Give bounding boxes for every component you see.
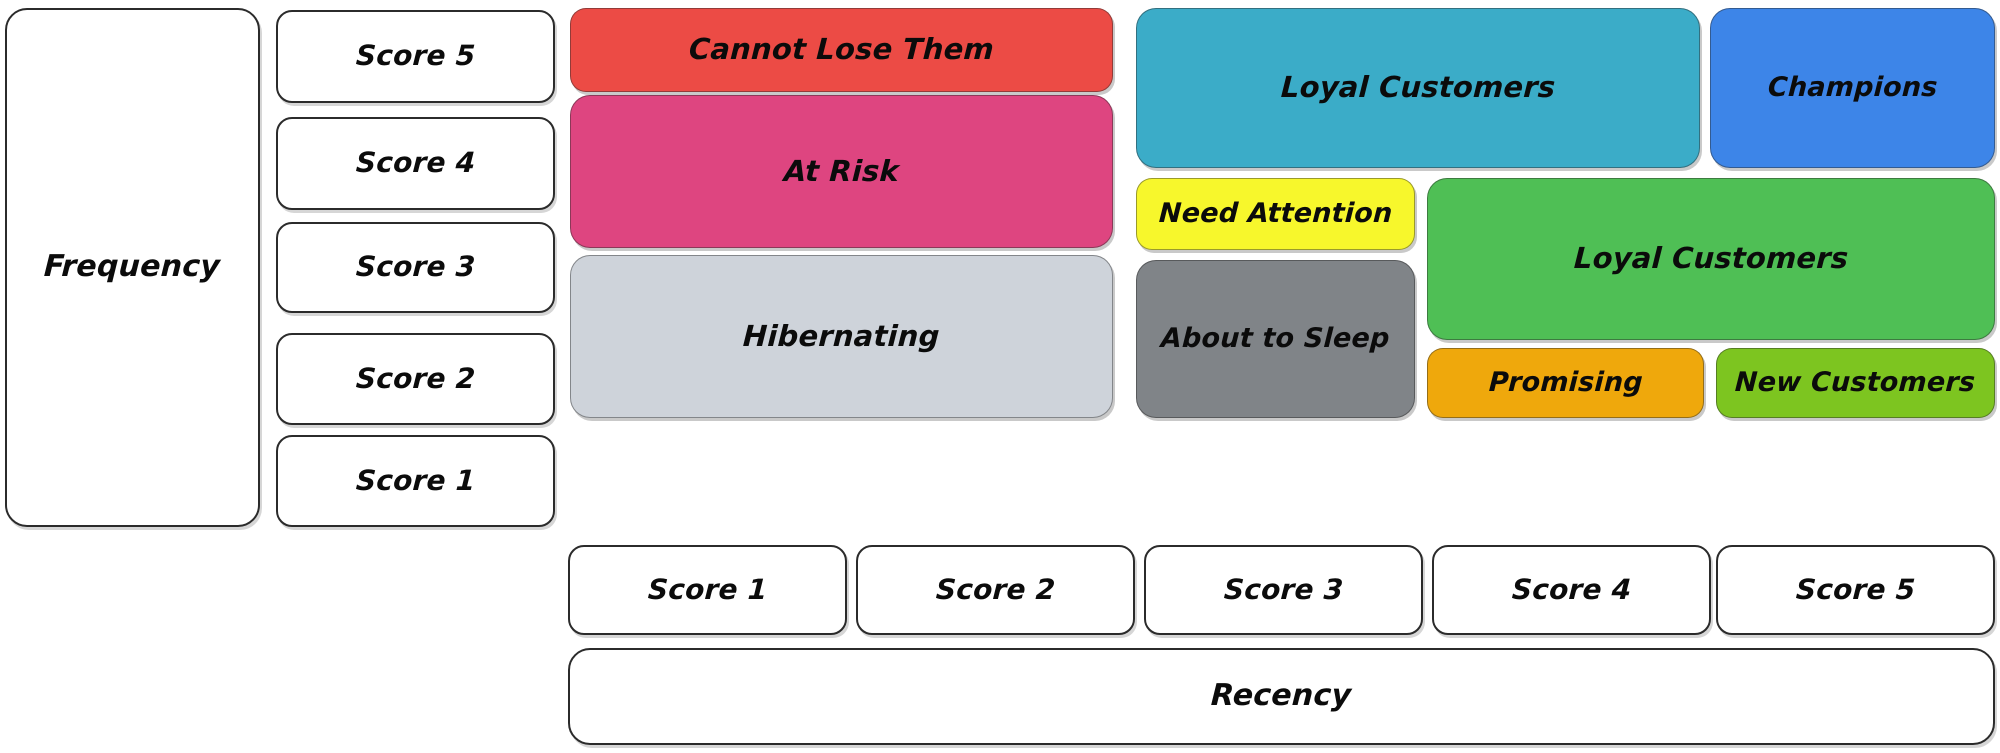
segment-hibernating-label: Hibernating xyxy=(742,318,941,353)
recency-score-2-label: Score 2 xyxy=(934,572,1057,606)
segment-loyal-customers-teal-label: Loyal Customers xyxy=(1279,70,1557,105)
frequency-score-1[interactable]: Score 1 xyxy=(276,435,555,527)
frequency-score-5-label: Score 5 xyxy=(354,39,477,73)
frequency-score-1-label: Score 1 xyxy=(354,463,477,497)
frequency-score-2-label: Score 2 xyxy=(354,361,477,395)
segment-loyal-customers-green-label: Loyal Customers xyxy=(1572,241,1850,276)
segment-at-risk-label: At Risk xyxy=(783,153,900,188)
segment-need-attention[interactable]: Need Attention xyxy=(1136,178,1415,250)
frequency-score-3-label: Score 3 xyxy=(354,250,477,284)
segment-cannot-lose-them-label: Cannot Lose Them xyxy=(688,32,995,67)
segment-promising[interactable]: Promising xyxy=(1427,348,1704,418)
recency-score-3[interactable]: Score 3 xyxy=(1144,545,1423,635)
recency-axis-label: Recency xyxy=(568,648,1995,745)
segment-about-to-sleep[interactable]: About to Sleep xyxy=(1136,260,1415,418)
segment-loyal-customers-teal[interactable]: Loyal Customers xyxy=(1136,8,1700,168)
recency-score-4-label: Score 4 xyxy=(1510,572,1633,606)
frequency-axis-label: Frequency xyxy=(5,8,260,527)
segment-champions-label: Champions xyxy=(1766,72,1939,104)
segment-new-customers-label: New Customers xyxy=(1734,367,1977,399)
segment-need-attention-label: Need Attention xyxy=(1157,198,1394,230)
segment-cannot-lose-them[interactable]: Cannot Lose Them xyxy=(570,8,1113,92)
recency-score-3-label: Score 3 xyxy=(1222,572,1345,606)
recency-score-4[interactable]: Score 4 xyxy=(1432,545,1711,635)
recency-score-5[interactable]: Score 5 xyxy=(1716,545,1995,635)
frequency-score-2[interactable]: Score 2 xyxy=(276,333,555,425)
frequency-score-4[interactable]: Score 4 xyxy=(276,117,555,210)
frequency-score-5[interactable]: Score 5 xyxy=(276,10,555,103)
recency-score-5-label: Score 5 xyxy=(1794,572,1917,606)
segment-at-risk[interactable]: At Risk xyxy=(570,95,1113,248)
frequency-score-4-label: Score 4 xyxy=(354,146,477,180)
recency-score-2[interactable]: Score 2 xyxy=(856,545,1135,635)
recency-score-1-label: Score 1 xyxy=(646,572,769,606)
segment-about-to-sleep-label: About to Sleep xyxy=(1160,323,1391,355)
frequency-score-3[interactable]: Score 3 xyxy=(276,222,555,313)
segment-loyal-customers-green[interactable]: Loyal Customers xyxy=(1427,178,1995,340)
segment-promising-label: Promising xyxy=(1487,367,1644,399)
frequency-axis-text: Frequency xyxy=(43,249,222,285)
segment-champions[interactable]: Champions xyxy=(1710,8,1995,168)
recency-axis-text: Recency xyxy=(1210,678,1353,714)
segment-new-customers[interactable]: New Customers xyxy=(1716,348,1995,418)
segment-hibernating[interactable]: Hibernating xyxy=(570,255,1113,418)
recency-score-1[interactable]: Score 1 xyxy=(568,545,847,635)
